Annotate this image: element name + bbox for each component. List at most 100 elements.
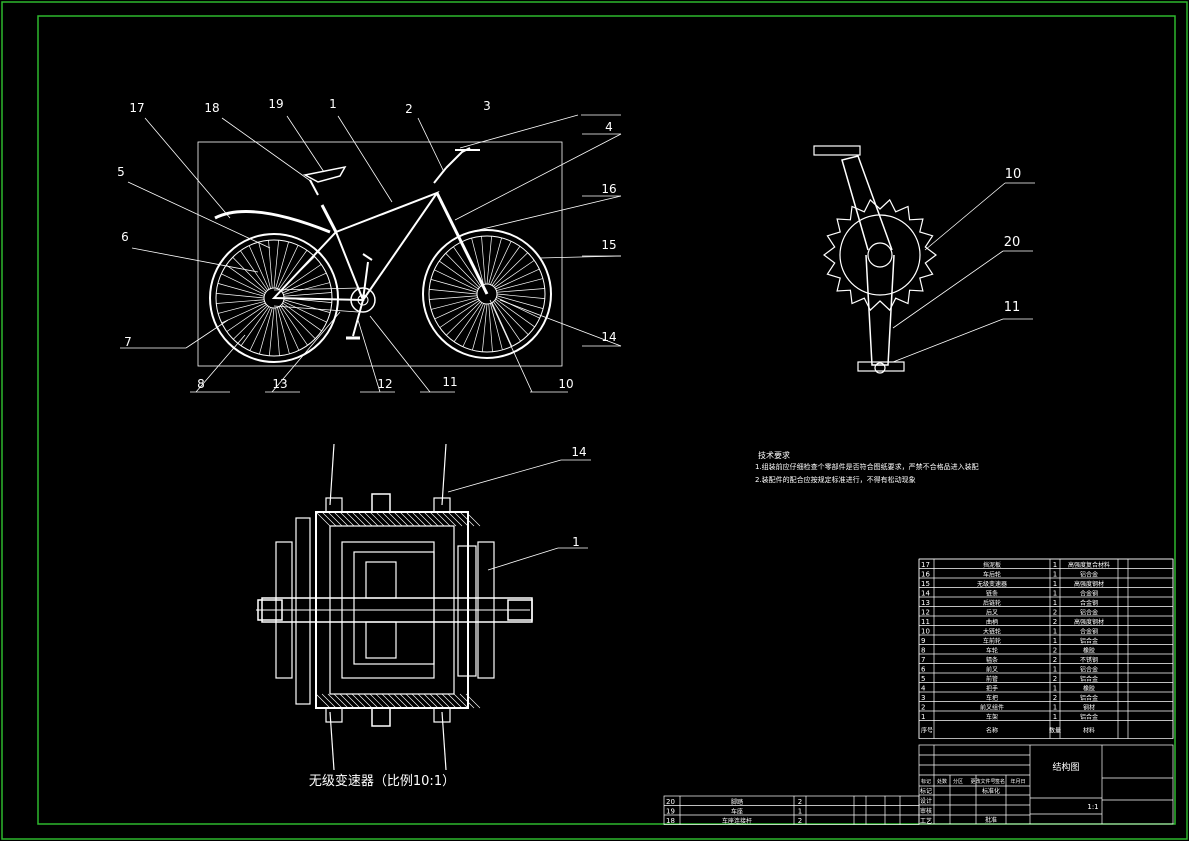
part-qty: 1 xyxy=(1053,571,1057,579)
supplementary-parts-table xyxy=(663,795,920,825)
leader-line xyxy=(221,117,313,183)
part-name: 大链轮 xyxy=(983,628,1001,636)
drawing-title: 结构图 xyxy=(1052,761,1079,773)
callout-15: 15 xyxy=(601,238,616,252)
extra-part-qty: 2 xyxy=(798,817,802,825)
part-no: 14 xyxy=(921,590,930,598)
part-qty: 2 xyxy=(1053,656,1057,664)
part-material: 橡胶 xyxy=(1083,647,1095,655)
leader-line xyxy=(271,311,341,393)
title-header-cell: 分区 xyxy=(953,778,963,785)
part-material: 铝合金 xyxy=(1080,694,1098,702)
leader-line xyxy=(459,114,579,149)
part-no: 17 xyxy=(921,561,930,569)
transmission-caption: 无级变速器（比例10:1） xyxy=(309,773,455,789)
part-qty: 2 xyxy=(1053,647,1057,655)
header-name: 名称 xyxy=(986,727,998,735)
part-no: 13 xyxy=(921,599,930,607)
technical-requirements: 技术要求 1.组装前应仔细检查个零部件是否符合图纸要求，严禁不合格品进入装配 2… xyxy=(755,450,979,484)
part-material: 高强度钢材 xyxy=(1074,580,1104,588)
parts-list-table xyxy=(918,558,1174,739)
callout-4: 4 xyxy=(605,120,613,134)
drawing-scale: 1:1 xyxy=(1087,803,1098,811)
standard-label: 标准化 xyxy=(982,787,1000,795)
part-material: 铝合金 xyxy=(1080,675,1098,683)
part-material: 橡胶 xyxy=(1083,685,1095,693)
part-no: 6 xyxy=(921,666,926,674)
crank-callout-leaders xyxy=(892,182,1035,363)
title-block xyxy=(918,744,1174,825)
callout-10: 10 xyxy=(558,377,573,391)
callout-16: 16 xyxy=(601,182,616,196)
part-no: 3 xyxy=(921,694,925,702)
part-qty: 2 xyxy=(1053,675,1057,683)
part-material: 合金钢 xyxy=(1080,628,1098,636)
chainring-sprocket xyxy=(822,198,938,312)
part-qty: 1 xyxy=(1053,666,1057,674)
header-no: 序号 xyxy=(921,727,933,735)
part-no: 12 xyxy=(921,609,930,617)
extra-part-no: 20 xyxy=(666,798,675,806)
part-name: 辐条 xyxy=(986,656,998,664)
transmission-callout-14: 14 xyxy=(571,445,586,459)
part-material: 铝合金 xyxy=(1080,609,1098,617)
extra-part-qty: 1 xyxy=(798,808,802,816)
leader-line xyxy=(454,133,622,221)
extra-part-qty: 2 xyxy=(798,798,802,806)
approve-label: 批准 xyxy=(985,816,997,824)
part-qty: 2 xyxy=(1053,609,1057,617)
crank-callout-20: 20 xyxy=(1004,235,1021,250)
callout-1: 1 xyxy=(329,97,337,111)
callout-2: 2 xyxy=(405,102,413,116)
title-row-label: 审核 xyxy=(920,807,932,815)
leader-line xyxy=(127,181,271,249)
callout-8: 8 xyxy=(197,377,205,391)
part-material: 合金钢 xyxy=(1080,599,1098,607)
part-no: 9 xyxy=(921,637,925,645)
part-name: 车架 xyxy=(986,713,998,721)
leader-line xyxy=(131,247,259,273)
title-row-label: 工艺 xyxy=(920,817,932,825)
extra-part-name: 车座 xyxy=(731,808,743,816)
part-material: 高强度复合材料 xyxy=(1068,561,1110,569)
leader-line xyxy=(357,319,381,393)
part-qty: 1 xyxy=(1053,580,1057,588)
part-qty: 1 xyxy=(1053,628,1057,636)
part-material: 铝合金 xyxy=(1080,713,1098,721)
transmission-callout-labels: 141 xyxy=(571,445,586,549)
leader-line xyxy=(469,195,622,233)
header-material: 材料 xyxy=(1083,727,1095,735)
part-name: 车后轮 xyxy=(983,571,1001,579)
leader-line xyxy=(195,334,246,393)
part-no: 11 xyxy=(921,618,930,626)
part-name: 前管 xyxy=(986,675,998,683)
part-no: 2 xyxy=(921,704,925,712)
part-name: 车轮 xyxy=(986,647,998,655)
transmission-callout-leaders xyxy=(447,459,591,571)
callout-12: 12 xyxy=(377,377,392,391)
part-name: 后叉 xyxy=(986,609,998,617)
callout-6: 6 xyxy=(121,230,129,244)
inner-frame-border xyxy=(37,15,1176,825)
callout-7: 7 xyxy=(124,335,132,349)
leader-line xyxy=(499,299,622,347)
part-no: 7 xyxy=(921,656,925,664)
callout-13: 13 xyxy=(272,377,287,391)
title-header-cell: 签名 xyxy=(995,778,1005,785)
part-no: 10 xyxy=(921,628,930,636)
crank-detail-view xyxy=(813,145,938,374)
header-qty: 数量 xyxy=(1049,727,1061,735)
callout-18: 18 xyxy=(204,101,219,115)
part-material: 高强度钢材 xyxy=(1074,618,1104,626)
title-header-cell: 年月日 xyxy=(1010,778,1025,785)
part-name: 车前轮 xyxy=(983,637,1001,645)
extra-part-name: 脚踏 xyxy=(731,798,743,806)
title-header-cell: 标记 xyxy=(921,778,931,785)
leader-line xyxy=(417,117,445,173)
part-qty: 2 xyxy=(1053,618,1057,626)
callout-5: 5 xyxy=(117,165,125,179)
part-name: 曲柄 xyxy=(986,618,998,626)
leader-line xyxy=(369,315,431,393)
